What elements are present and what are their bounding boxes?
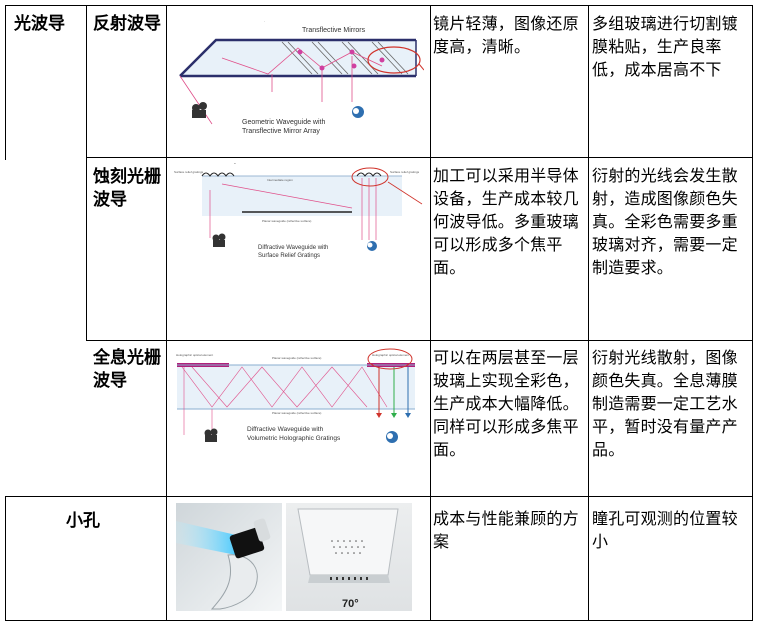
svg-text:Holographic optical element: Holographic optical element xyxy=(176,353,213,357)
disadvantage-text: 多组玻璃进行切割镀膜粘贴，生产良率低，成本居高不下 xyxy=(592,14,738,79)
diffractive-waveguide-figure: - Surface relief gratings Intermediate r… xyxy=(174,161,423,259)
svg-text:Surface relief gratings: Surface relief gratings xyxy=(390,170,420,174)
svg-text:Diffractive Waveguide with: Diffractive Waveguide with xyxy=(247,426,324,433)
type-reflective-waveguide: 反射波导 xyxy=(93,14,161,34)
svg-text:Planar waveguide (reflective s: Planar waveguide (reflective surface) xyxy=(262,219,311,223)
svg-text:Intermediate region: Intermediate region xyxy=(267,178,293,182)
svg-text:Surface Relief Gratings: Surface Relief Gratings xyxy=(258,253,320,259)
pinhole-lens-photo: 70° xyxy=(286,503,412,611)
pinhole-device-photo xyxy=(176,503,282,611)
advantage-text: 成本与性能兼顾的方案 xyxy=(433,509,579,551)
eye-icon xyxy=(352,106,364,118)
holographic-waveguide-figure: Holographic optical element Planar waveg… xyxy=(176,348,415,443)
svg-text:Planar waveguide (reflective s: Planar waveguide (reflective surface) xyxy=(272,356,321,360)
eye-icon xyxy=(386,431,398,443)
figure-label: Transflective Mirrors xyxy=(302,27,366,34)
projector-icon xyxy=(204,428,218,442)
advantage-text: 镜片轻薄，图像还原度高，清晰。 xyxy=(433,14,579,56)
disadvantage-text: 衍射的光线会发生散射，造成图像颜色失真。全彩色需要多重玻璃对齐，需要一定制造要求… xyxy=(592,166,738,277)
svg-text:-: - xyxy=(234,161,236,167)
svg-text:Surface relief gratings: Surface relief gratings xyxy=(174,170,204,174)
svg-text:Transflective Mirror Array: Transflective Mirror Array xyxy=(242,128,320,135)
svg-text:Holographic optical element: Holographic optical element xyxy=(372,353,409,357)
projector-icon xyxy=(192,102,207,118)
eye-icon xyxy=(367,241,377,251)
advantage-text: 加工可以采用半导体设备，生产成本较几何波导低。多重玻璃可以形成多个焦平面。 xyxy=(433,166,579,277)
svg-text:Diffractive Waveguide with: Diffractive Waveguide with xyxy=(258,245,328,251)
svg-text:Volumetric Holographic Grating: Volumetric Holographic Gratings xyxy=(247,435,341,442)
projector-icon xyxy=(212,233,226,247)
category-optical-waveguide: 光波导 xyxy=(14,14,65,34)
angle-label: 70° xyxy=(342,598,359,610)
disadvantage-text: 衍射光线散射，图像颜色失真。全息薄膜制造需要一定工艺水平，暂时没有量产产品。 xyxy=(592,348,738,459)
category-pinhole: 小孔 xyxy=(66,511,100,531)
type-holographic-grating-waveguide: 全息光栅波导 xyxy=(93,348,161,391)
svg-text:Planar waveguide (reflective s: Planar waveguide (reflective surface) xyxy=(272,411,321,415)
svg-text:Geometric Waveguide with: Geometric Waveguide with xyxy=(242,119,325,126)
type-etched-grating-waveguide: 蚀刻光栅波导 xyxy=(93,167,161,210)
advantage-text: 可以在两层甚至一层玻璃上实现全彩色，生产成本大幅降低。同样可以形成多焦平面。 xyxy=(433,348,579,459)
reflective-waveguide-figure: - Transflective Mirrors Geometric Wavegu… xyxy=(179,19,424,135)
svg-text:-: - xyxy=(264,19,265,23)
disadvantage-text: 瞳孔可观测的位置较小 xyxy=(592,509,738,551)
